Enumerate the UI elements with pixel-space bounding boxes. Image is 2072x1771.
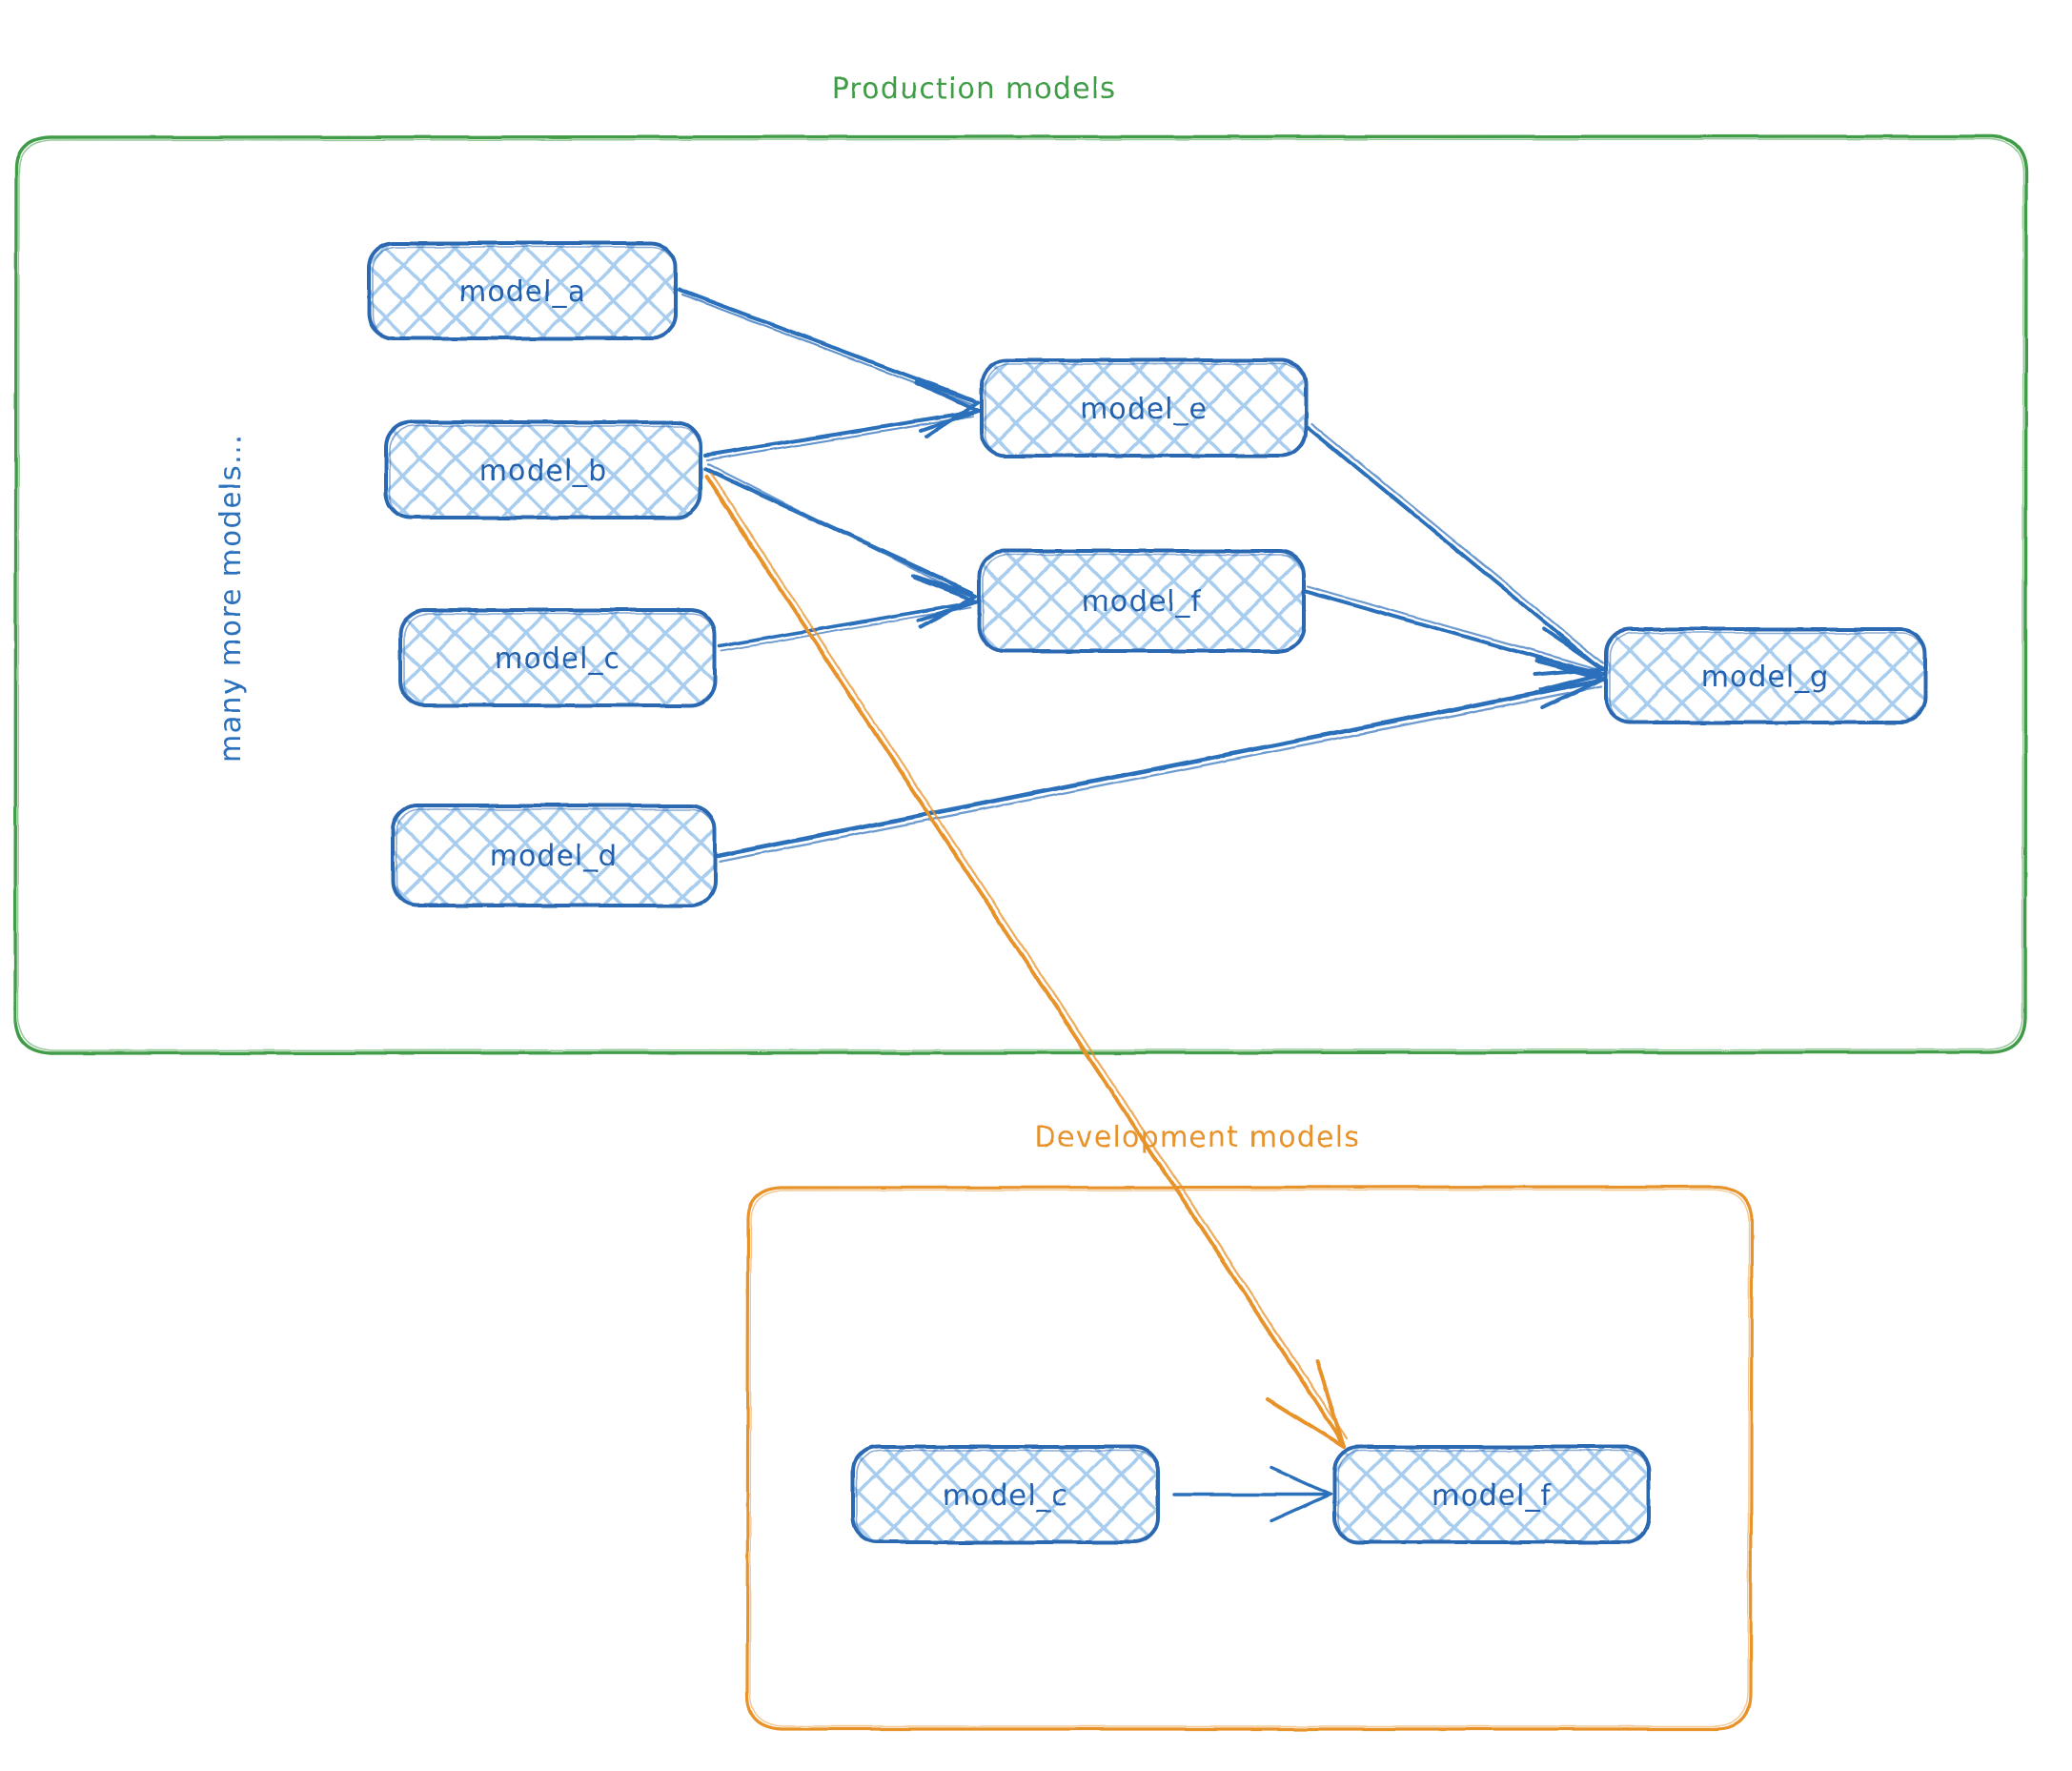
node-dev-model-c[interactable]: model_c (851, 1445, 1160, 1544)
development-group-title: Development models (1034, 1121, 1360, 1154)
node-model-a[interactable]: model_a (367, 241, 678, 340)
development-edges (1172, 1466, 1332, 1523)
edge-model-d-to-model-g (715, 660, 1606, 864)
node-model-e[interactable]: model_e (980, 358, 1308, 458)
development-nodes: model_c model_f (851, 1445, 1651, 1544)
node-model-c[interactable]: model_c (398, 608, 717, 707)
node-label-model-b: model_b (479, 455, 607, 488)
node-label-model-f: model_f (1082, 585, 1202, 619)
node-model-g[interactable]: model_g (1604, 627, 1927, 724)
production-group-title: Production models (832, 72, 1117, 106)
production-edges (678, 288, 1606, 864)
many-more-models-label: many more models... (214, 434, 248, 763)
node-model-b[interactable]: model_b (384, 420, 702, 519)
node-label-dev-model-c: model_c (943, 1479, 1068, 1513)
development-container (745, 1185, 1754, 1731)
node-model-d[interactable]: model_d (391, 804, 717, 907)
edge-model-e-to-model-g (1306, 421, 1605, 677)
edge-model-b-to-model-e (703, 381, 981, 462)
node-label-model-c: model_c (495, 642, 620, 676)
node-label-dev-model-f: model_f (1432, 1479, 1552, 1513)
node-label-model-g: model_g (1701, 661, 1829, 694)
edge-dev-model-c-to-dev-model-f (1172, 1466, 1332, 1523)
edge-model-b-to-dev-model-f (704, 472, 1349, 1449)
node-label-model-a: model_a (458, 275, 586, 309)
edge-model-c-to-model-f (718, 576, 979, 652)
production-nodes: model_a model_b model_c (367, 241, 1927, 907)
edge-model-b-to-model-f (702, 462, 978, 629)
node-model-f[interactable]: model_f (978, 549, 1306, 653)
node-label-model-d: model_d (490, 840, 618, 873)
node-label-model-e: model_e (1080, 393, 1208, 426)
edge-model-a-to-model-e (678, 288, 980, 438)
production-container (13, 134, 2028, 1055)
node-dev-model-f[interactable]: model_f (1332, 1445, 1651, 1544)
